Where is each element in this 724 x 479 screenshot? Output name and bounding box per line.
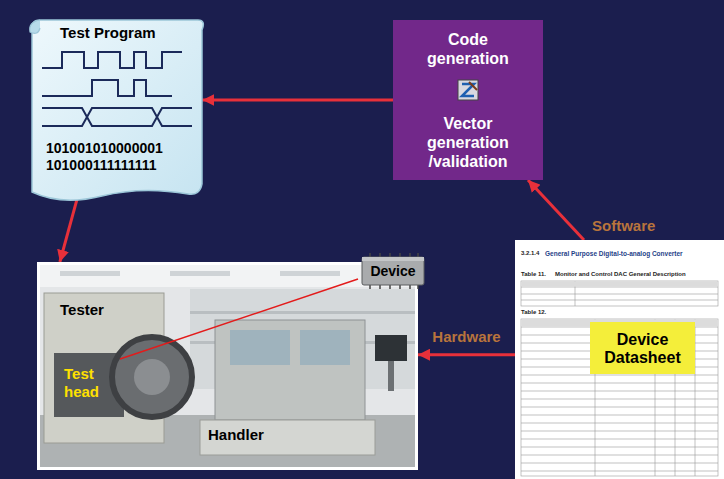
text-slot: 101001010000001 101000111111111 (46, 140, 181, 174)
text-slot: Tester (60, 301, 140, 318)
section-number: 3.2.1.4 (521, 250, 545, 256)
text-slot: Vector generation /validation (408, 114, 528, 171)
text-slot: Device Datasheet (594, 331, 691, 367)
bit-vector: 101001010000001 101000111111111 (46, 140, 181, 174)
text-slot: Handler (208, 426, 298, 443)
text-slot: Hardware (432, 328, 500, 345)
box-body: Vector generation /validation (408, 114, 528, 171)
device-chip: Device (358, 251, 431, 291)
table-number: Table 12. (521, 309, 561, 315)
scroll-title: Test Program (60, 24, 190, 41)
datasheet-document: 3.2.1.4General Purpose Digital-to-analog… (515, 240, 724, 479)
table-caption: Monitor and Control DAC General Descript… (555, 271, 720, 277)
flow-arrow (528, 180, 584, 240)
test-head-label: Test head (64, 365, 116, 401)
text-slot: Table 12. (521, 309, 561, 315)
text-slot: Code generation (408, 30, 528, 68)
handler-label: Handler (208, 426, 298, 443)
text-slot: Table 11. (521, 271, 555, 277)
datasheet-label-box: Device Datasheet (590, 322, 695, 374)
text-slot: Test Program (60, 24, 190, 41)
tester-photo-frame: TesterTest headHandler Device (37, 262, 418, 470)
program-scroll: Test Program 101001010000001 101000111111… (22, 14, 208, 202)
flow-arrow (60, 196, 78, 262)
text-slot: Device (358, 263, 428, 279)
text-slot: General Purpose Digital-to-analog Conver… (545, 250, 720, 257)
section-heading: General Purpose Digital-to-analog Conver… (545, 250, 720, 257)
text-slot: 3.2.1.4 (521, 250, 545, 256)
scroll-illustration (22, 14, 208, 202)
box-title: Code generation (408, 30, 528, 68)
flow-arrow (418, 353, 515, 356)
device-label: Device (358, 263, 428, 279)
text-slot: Software (592, 217, 655, 234)
datasheet-label: Device Datasheet (594, 331, 691, 367)
table-number: Table 11. (521, 271, 555, 277)
text-slot: Monitor and Control DAC General Descript… (555, 271, 720, 277)
tester-label: Tester (60, 301, 140, 318)
edge-label: Software (592, 217, 655, 234)
process-box: Code generationVector generation /valida… (393, 20, 543, 180)
text-slot: Test head (64, 365, 116, 401)
edge-label: Hardware (432, 328, 500, 345)
flow-arrow (202, 99, 393, 102)
